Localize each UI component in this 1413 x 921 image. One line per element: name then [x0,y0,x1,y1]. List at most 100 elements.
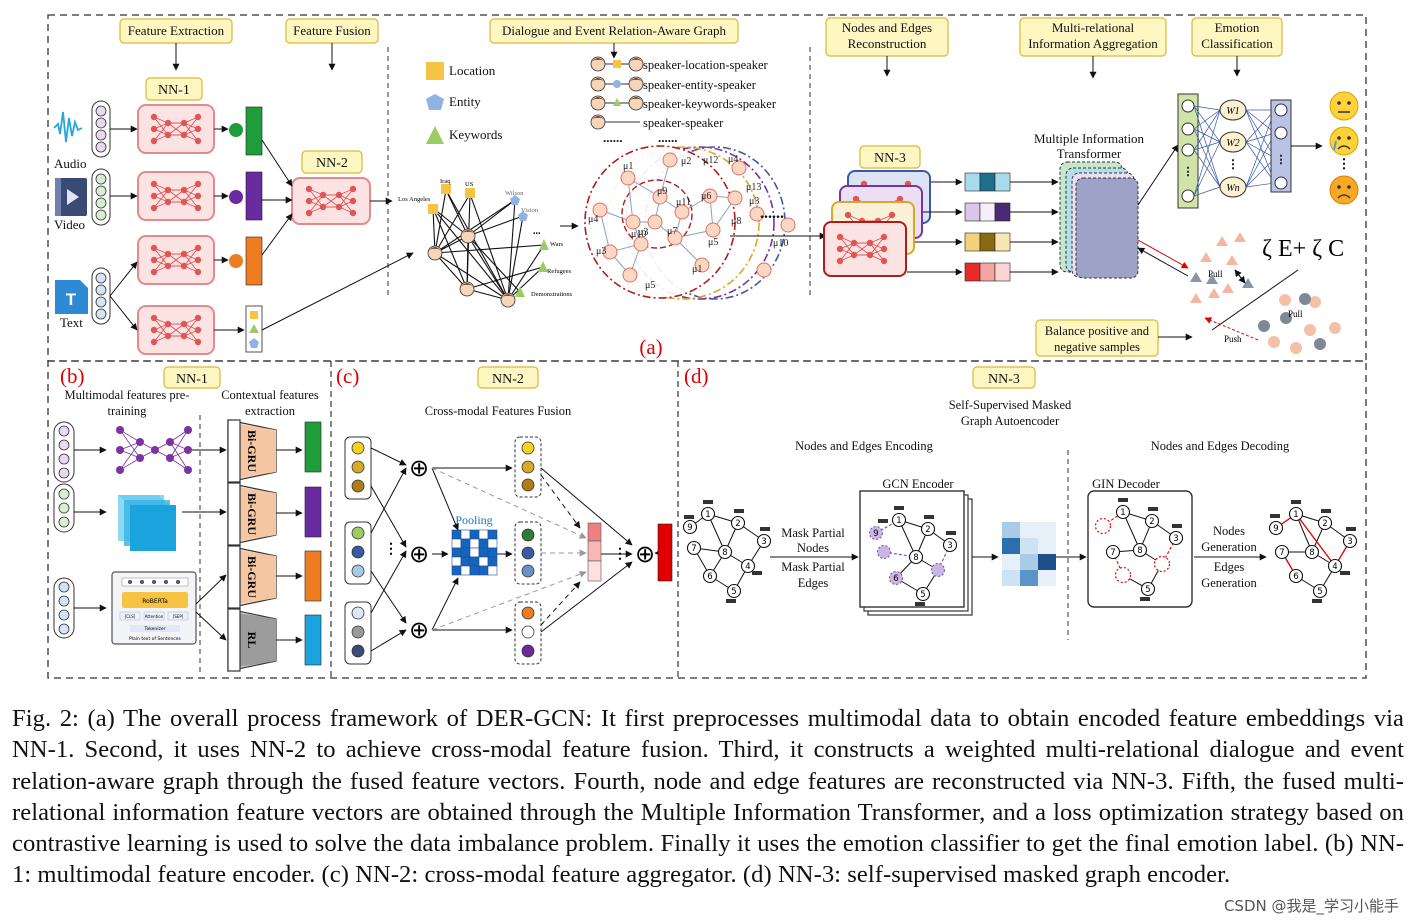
svg-text:NN-3: NN-3 [988,372,1020,387]
svg-text:4: 4 [1332,562,1337,572]
panel-a-letter: (a) [639,335,662,359]
svg-text:W1: W1 [1226,106,1239,117]
svg-text:speaker-location-speaker: speaker-location-speaker [643,58,769,72]
video-input-vector [91,168,111,226]
svg-text:2: 2 [1322,519,1327,529]
relation-legend: speaker-location-speaker speaker-entity-… [590,56,777,145]
nn3-label-d: NN-3 [972,366,1036,389]
final-plus: ⊕ [635,540,655,568]
svg-text:Self-Supervised Masked: Self-Supervised Masked [949,398,1072,412]
svg-text:1: 1 [705,510,710,520]
svg-text:speaker-speaker: speaker-speaker [643,116,724,130]
svg-text:⋮: ⋮ [1183,166,1194,178]
emotion-classifier: ⋮ W1 W2 ⋮ Wn ⋮ [1177,93,1292,209]
svg-text:9: 9 [1273,524,1278,534]
nn1-inputs [53,421,75,639]
svg-text:4: 4 [745,562,750,572]
svg-text:Feature Fusion: Feature Fusion [293,23,371,38]
svg-text:7: 7 [691,544,696,554]
svg-text:8: 8 [1137,546,1142,556]
nn-block-video [137,171,215,221]
bi-gru-text: Bi-GRU [227,545,277,609]
svg-text:Mask Partial: Mask Partial [781,560,845,574]
svg-text:GCN Encoder: GCN Encoder [882,477,954,491]
svg-text:⊕: ⊕ [409,454,429,482]
nn-block-text-1 [137,235,215,285]
text-label: Text [60,315,83,330]
svg-text:5: 5 [920,590,925,600]
svg-text:Multiple Information: Multiple Information [1034,131,1145,146]
roberta-icon: RoBERTa [CLS] Attention [SEP] Tokenizer … [111,571,197,645]
svg-text:μ1: μ1 [623,161,633,172]
audio-wave-icon [53,111,83,143]
svg-text:μ5: μ5 [645,280,655,291]
svg-text:Graph Autoencoder: Graph Autoencoder [961,414,1060,428]
svg-text:Plain text of Sentences: Plain text of Sentences [129,636,181,642]
nn3-stack [823,170,931,277]
video-feature [229,171,263,221]
svg-text:Multimodal features pre-: Multimodal features pre- [65,388,190,402]
svg-text:......: ...... [603,130,623,145]
svg-text:Bi-GRU: Bi-GRU [245,430,259,472]
svg-text:μ1: μ1 [692,264,702,275]
svg-text:3: 3 [1347,537,1352,547]
svg-text:RoBERTa: RoBERTa [142,598,168,605]
svg-text:μ4: μ4 [588,214,598,225]
nn-block-audio [137,104,215,154]
panel-d-letter: (d) [684,364,709,388]
svg-text:speaker-entity-speaker: speaker-entity-speaker [643,78,757,92]
nn1-label-a: NN-1 [145,77,203,101]
svg-text:Reconstruction: Reconstruction [848,36,927,51]
svg-text:1: 1 [1120,508,1125,518]
svg-text:Nodes and Edges Encoding: Nodes and Edges Encoding [795,439,934,453]
svg-text:μ8: μ8 [731,216,741,227]
svg-text:Pooling: Pooling [455,513,492,527]
panel-c-letter: (c) [336,364,359,388]
latent-heatmap [1002,522,1056,586]
svg-text:2: 2 [925,525,930,535]
audio-label: Audio [54,156,87,171]
svg-text:⊕: ⊕ [409,616,429,644]
vertical-dots: ⋮ [613,547,627,562]
relation-graph: Los Angeles Iraq US Wilson Vision Wars R… [398,178,573,308]
svg-text:7: 7 [1110,548,1115,558]
svg-text:7: 7 [1279,548,1284,558]
svg-text:GIN Decoder: GIN Decoder [1092,477,1161,491]
svg-text:Keywords: Keywords [449,127,502,142]
relation-feature-vectors [964,172,1011,282]
svg-text:9: 9 [873,529,878,539]
svg-text:μ13: μ13 [746,182,761,193]
mask-labels: Mask Partial Nodes Mask Partial Edges [781,526,845,590]
svg-text:Nodes and Edges Decoding: Nodes and Edges Decoding [1151,439,1290,453]
bi-gru-video: Bi-GRU [227,482,277,546]
svg-text:......: ...... [658,130,678,145]
svg-text:μ6: μ6 [701,191,711,202]
svg-text:Multi-relational: Multi-relational [1052,20,1135,35]
svg-text:NN-2: NN-2 [316,156,348,171]
panel-b-letter: (b) [60,364,85,388]
svg-text:W2: W2 [1226,138,1239,149]
nn3-label-a: NN-3 [859,145,921,169]
audio-input-vector [91,100,111,158]
svg-text:μ5: μ5 [708,237,718,248]
header-nodes-edges: Nodes and Edges Reconstruction [825,17,949,57]
svg-text:⋮: ⋮ [1227,157,1239,171]
svg-text:negative samples: negative samples [1054,340,1140,354]
svg-text:μ3: μ3 [749,196,759,207]
svg-text:Vision: Vision [521,207,539,214]
text-document-icon: T [55,280,88,314]
header-multi-relational: Multi-relational Information Aggregation [1019,17,1167,57]
generation-labels: Nodes Generation Edges Generation [1201,524,1257,590]
svg-text:5: 5 [1317,587,1322,597]
svg-text:Tokenizer: Tokenizer [143,626,165,632]
svg-text:3: 3 [1173,534,1178,544]
svg-text:Nodes and Edges: Nodes and Edges [842,20,932,35]
svg-text:NN-1: NN-1 [176,372,208,387]
nn-block-text-2 [137,305,215,355]
bi-gru-audio: Bi-GRU [227,419,277,483]
svg-text:Edges: Edges [1214,560,1245,574]
gcn-encoder: GCN Encoder 12 38 59 6 [859,477,973,616]
header-graph: Dialogue and Event Relation-Aware Graph [489,18,739,44]
graph-legend: Location Entity Keywords [426,62,502,144]
svg-text:μ4: μ4 [728,154,738,165]
